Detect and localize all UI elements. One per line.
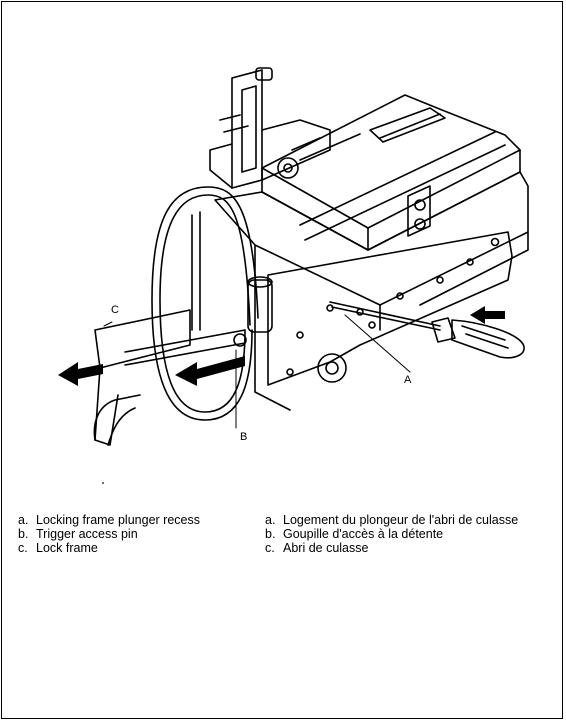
legend-item: c.Abri de culasse — [265, 541, 369, 555]
legend-french: a.Logement du plongeur de l'abri de cula… — [265, 513, 518, 555]
rear-sight — [209, 67, 331, 189]
receiver-top — [261, 94, 521, 251]
legend-item: a.Locking frame plunger recess — [18, 513, 200, 527]
technical-illustration — [58, 67, 529, 446]
callout-a: A — [404, 374, 412, 386]
legend-english: a.Locking frame plunger recess b.Trigger… — [18, 513, 200, 555]
side-plate — [267, 231, 513, 386]
callout-c: C — [111, 304, 119, 316]
callout-b: B — [240, 431, 248, 443]
legend-item: a.Logement du plongeur de l'abri de cula… — [265, 513, 519, 527]
motion-arrows — [58, 306, 505, 386]
legend-item: c.Lock frame — [18, 541, 98, 555]
trigger-access-pin — [151, 186, 273, 421]
legend-item: b.Trigger access pin — [18, 527, 138, 541]
leader-lines — [103, 314, 411, 429]
stray-dot — [102, 482, 104, 484]
legend-item: b.Goupille d'accès à la détente — [265, 527, 444, 541]
receiver-side — [191, 131, 529, 411]
screwdriver — [329, 301, 525, 359]
lock-frame — [93, 309, 246, 446]
